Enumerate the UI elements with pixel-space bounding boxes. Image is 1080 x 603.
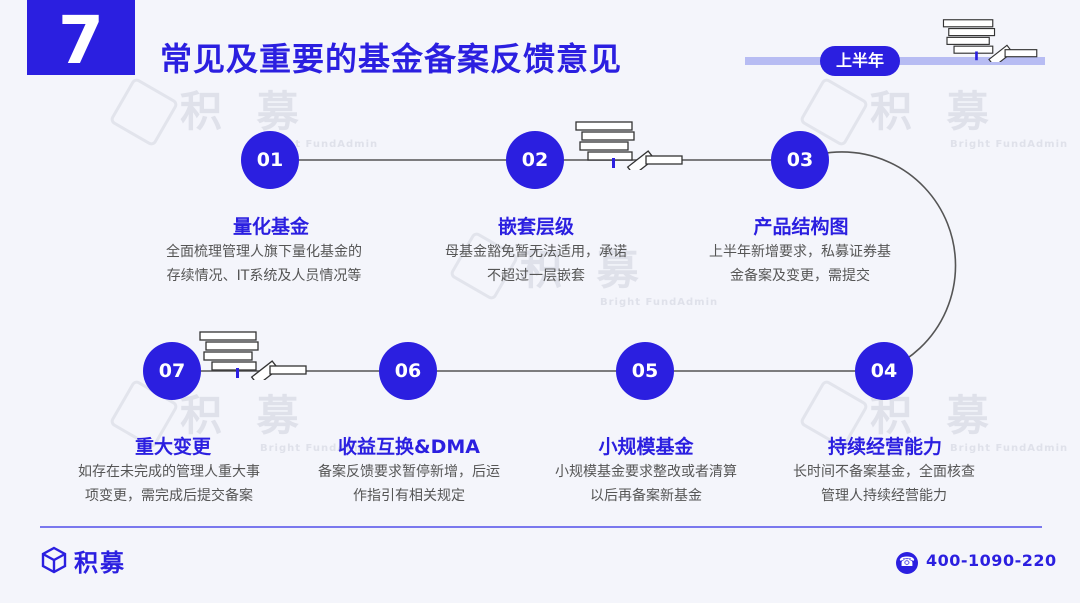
page-title: 常见及重要的基金备案反馈意见 [160, 40, 623, 78]
step-desc-07: 如存在未完成的管理人重大事 项变更，需完成后提交备案 [49, 460, 289, 508]
step-desc-06: 备案反馈要求暂停新增，后运 作指引有相关规定 [289, 460, 529, 508]
step-node-01: 01 [241, 131, 299, 189]
step-desc-line: 上半年新增要求，私募证券基 [709, 244, 891, 260]
step-node-04: 04 [855, 342, 913, 400]
step-desc-line: 管理人持续经营能力 [821, 488, 947, 504]
step-title-05: 小规模基金 [598, 436, 694, 458]
phone-number: 400-1090-220 [926, 551, 1057, 570]
step-desc-05: 小规模基金要求整改或者清算 以后再备案新基金 [526, 460, 766, 508]
step-title-04: 持续经营能力 [827, 436, 942, 458]
step-desc-line: 全面梳理管理人旗下量化基金的 [166, 244, 362, 260]
step-desc-line: 金备案及变更，需提交 [730, 268, 870, 284]
step-desc-line: 不超过一层嵌套 [487, 268, 585, 284]
section-number: 7 [27, 0, 135, 79]
step-desc-line: 如存在未完成的管理人重大事 [78, 464, 260, 480]
server-stack-icon [199, 331, 307, 380]
cube-logo-icon [41, 546, 67, 574]
server-stack-icon [942, 19, 1038, 62]
step-desc-line: 项变更，需完成后提交备案 [85, 488, 253, 504]
step-desc-line: 备案反馈要求暂停新增，后运 [318, 464, 500, 480]
step-desc-line: 母基金豁免暂无法适用，承诺 [445, 244, 627, 260]
step-desc-line: 作指引有相关规定 [353, 488, 465, 504]
server-stack-icon [575, 121, 683, 170]
step-desc-line: 以后再备案新基金 [590, 488, 702, 504]
brand-name: 积募 [74, 548, 126, 577]
footer-divider [40, 526, 1042, 528]
step-node-06: 06 [379, 342, 437, 400]
step-desc-line: 长时间不备案基金，全面核查 [793, 464, 975, 480]
step-desc-03: 上半年新增要求，私募证券基 金备案及变更，需提交 [680, 240, 920, 288]
step-desc-line: 小规模基金要求整改或者清算 [555, 464, 737, 480]
period-badge: 上半年 [820, 46, 900, 76]
step-node-03: 03 [771, 131, 829, 189]
phone-icon: ☎ [896, 552, 918, 574]
step-node-07: 07 [143, 342, 201, 400]
step-title-02: 嵌套层级 [497, 216, 574, 238]
step-title-01: 量化基金 [232, 216, 309, 238]
step-title-03: 产品结构图 [753, 216, 849, 238]
step-title-06: 收益互换&DMA [338, 436, 480, 458]
step-node-02: 02 [506, 131, 564, 189]
step-desc-line: 存续情况、IT系统及人员情况等 [166, 268, 362, 284]
step-node-05: 05 [616, 342, 674, 400]
step-title-07: 重大变更 [134, 436, 211, 458]
step-desc-01: 全面梳理管理人旗下量化基金的 存续情况、IT系统及人员情况等 [144, 240, 384, 288]
step-desc-02: 母基金豁免暂无法适用，承诺 不超过一层嵌套 [416, 240, 656, 288]
step-desc-04: 长时间不备案基金，全面核查 管理人持续经营能力 [764, 460, 1004, 508]
